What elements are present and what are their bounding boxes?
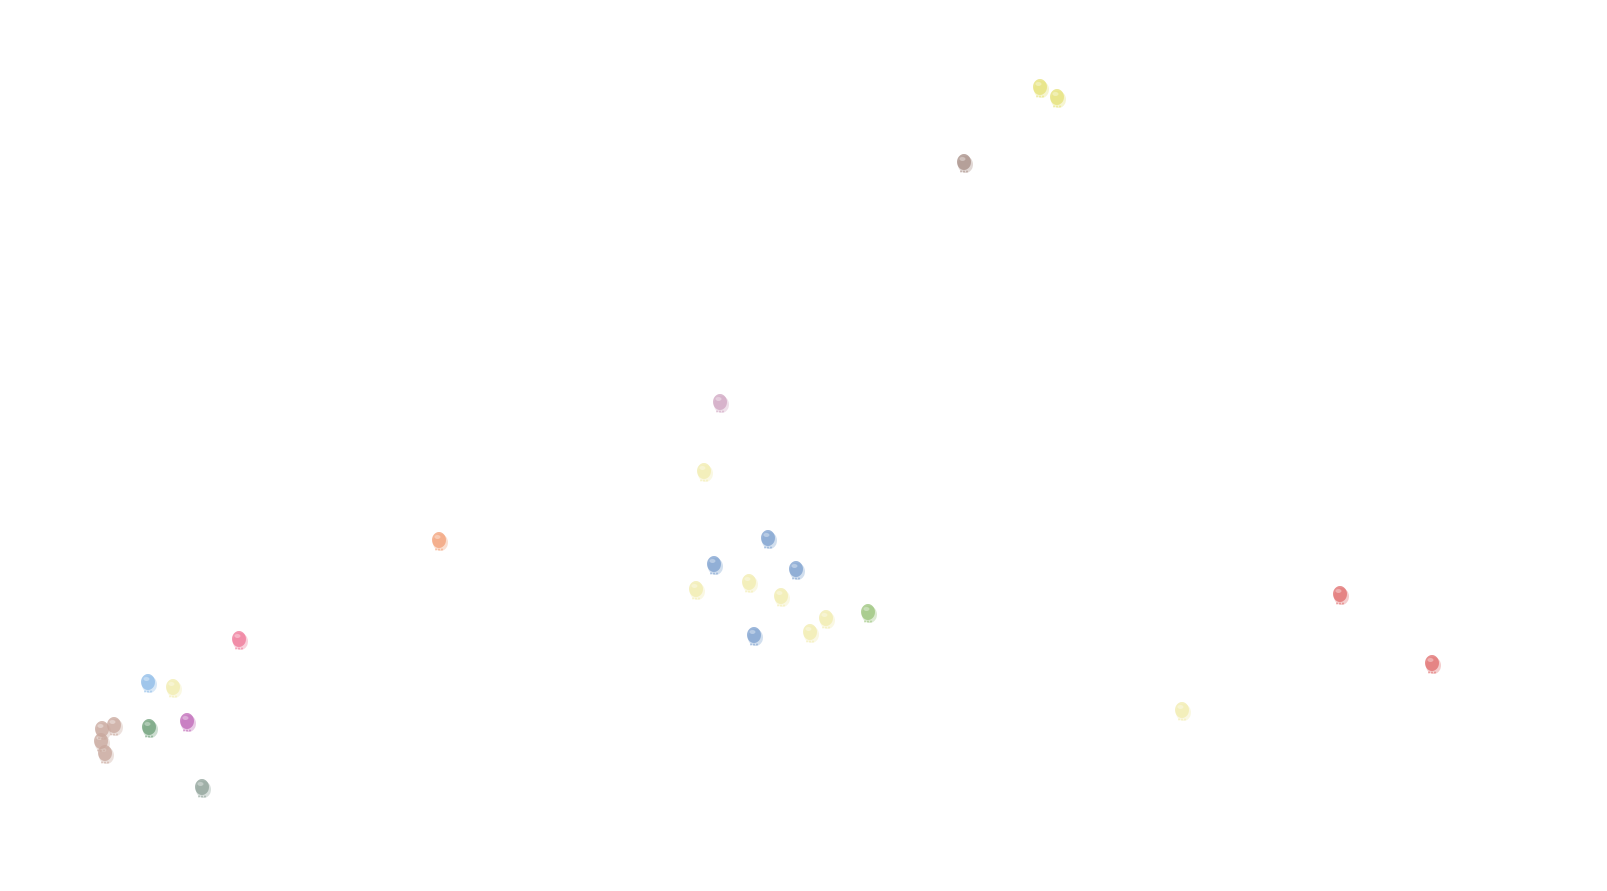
scatter-point <box>957 154 973 173</box>
scatter-point <box>141 674 157 693</box>
scatter-point <box>697 463 713 482</box>
scatter-point <box>819 610 835 629</box>
scatter-point <box>713 394 729 413</box>
scatter-point <box>1175 702 1191 721</box>
scatter-point <box>774 588 790 607</box>
scatter-point <box>803 624 819 643</box>
points-layer <box>94 79 1441 798</box>
scatter-point <box>742 574 758 593</box>
scatter-point <box>166 679 182 698</box>
scatter-point <box>707 556 723 575</box>
scatter-point <box>432 532 448 551</box>
scatter-point <box>747 627 763 646</box>
scatter-point <box>861 604 877 623</box>
scatter-point <box>1050 89 1066 108</box>
scatter-point <box>789 561 805 580</box>
scatter-point <box>1425 655 1441 674</box>
scatter-point <box>1333 586 1349 605</box>
scatter-point <box>761 530 777 549</box>
scatter-point <box>180 713 196 732</box>
scatter-point <box>95 721 111 740</box>
scatter-point <box>142 719 158 738</box>
scatter-point <box>107 717 123 736</box>
scatter-point <box>195 779 211 798</box>
scatter-point <box>232 631 248 650</box>
scatter-point <box>1033 79 1049 98</box>
scatter-point <box>689 581 705 600</box>
